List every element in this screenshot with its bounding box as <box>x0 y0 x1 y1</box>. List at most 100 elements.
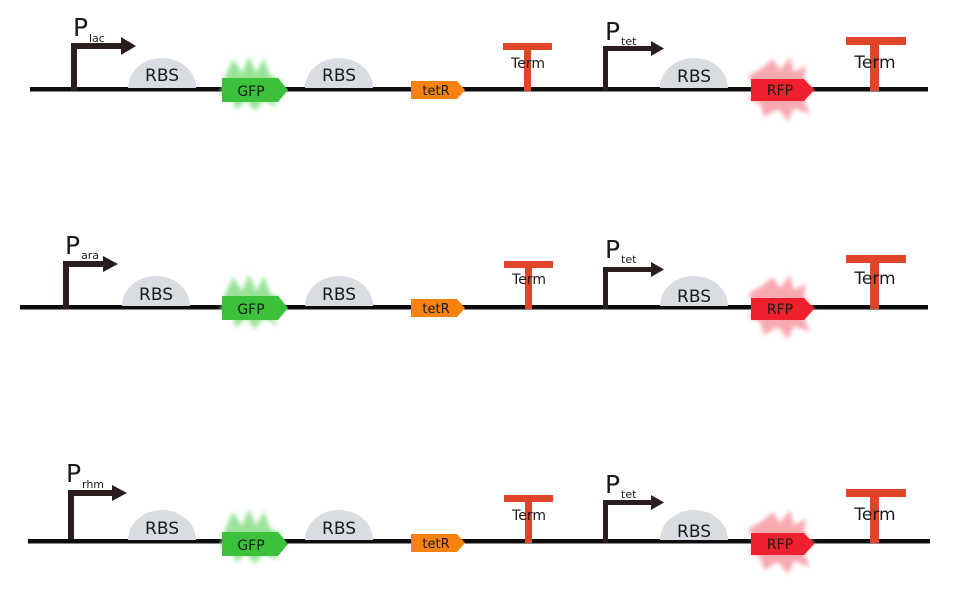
gfp-gene: GFP <box>220 509 288 564</box>
promoter-stem <box>63 264 69 309</box>
tet-promoter: P tet <box>603 235 664 309</box>
rbs-shape-icon <box>660 276 728 306</box>
rbs-2: RBS <box>305 276 373 306</box>
terminator-label: Term <box>853 505 895 525</box>
rbs-label: RBS <box>145 519 179 539</box>
gfp-label: GFP <box>237 302 264 318</box>
promoter-arm <box>71 43 123 49</box>
tetr-arrow-icon <box>411 534 465 552</box>
terminator-bar-icon <box>503 43 552 50</box>
rbs-shape-icon <box>660 510 728 540</box>
promoter-letter: P <box>605 235 620 264</box>
tetr-label: tetR <box>422 84 449 99</box>
rbs-label: RBS <box>145 66 179 86</box>
rbs-label: RBS <box>322 519 356 539</box>
promoter-stem <box>68 493 74 539</box>
terminator-2: Term <box>846 37 906 91</box>
terminator-bar-icon <box>846 37 906 45</box>
gfp-arrow-icon <box>222 78 288 102</box>
promoter-arm <box>603 46 653 51</box>
promoter-inducer-label: rhm <box>82 478 104 491</box>
promoter-arm <box>68 490 114 496</box>
rbs-1: RBS <box>128 58 196 88</box>
terminator-stem-icon <box>870 262 879 309</box>
terminator-stem-icon <box>870 44 879 91</box>
promoter-letter: P <box>605 17 620 46</box>
tetr-arrow-icon <box>411 299 465 317</box>
rbs-shape-icon <box>305 510 373 540</box>
promoter-inducer-label: lac <box>89 32 105 45</box>
tetr-arrow-icon <box>411 81 465 99</box>
rbs-shape-icon <box>305 276 373 306</box>
promoter-letter: P <box>605 470 620 499</box>
promoter-arm <box>603 500 653 505</box>
tet-promoter: P tet <box>603 17 664 91</box>
promoter-arrow-head-icon <box>112 485 127 501</box>
promoter-letter: P <box>65 231 80 260</box>
terminator-label: Term <box>853 53 895 73</box>
rfp-label: RFP <box>767 83 793 99</box>
rbs-label: RBS <box>677 67 711 87</box>
rfp-gene: RFP <box>748 57 814 121</box>
promoter-arm <box>603 267 653 272</box>
rbs-shape-icon <box>305 58 373 88</box>
promoter-arrow-head-icon <box>651 495 664 510</box>
rbs-label: RBS <box>139 285 173 305</box>
tet-promoter-subscript: tet <box>621 488 637 501</box>
tetr-label: tetR <box>422 302 449 317</box>
tet-promoter-subscript: tet <box>621 253 637 266</box>
terminator-stem-icon <box>524 48 531 91</box>
rbs-1: RBS <box>122 276 190 306</box>
gfp-arrow-icon <box>222 532 288 556</box>
promoter-letter: P <box>73 13 88 42</box>
rbs-3: RBS <box>660 510 728 542</box>
dna-backbone <box>20 305 928 310</box>
promoter-stem <box>603 270 608 309</box>
construct-lac: P lac RBS GFP RBS tetR Term <box>30 13 928 121</box>
terminator-2: Term <box>846 255 906 309</box>
tetr-label: tetR <box>422 537 449 552</box>
terminator-stem-icon <box>525 500 532 543</box>
gfp-label: GFP <box>237 84 264 100</box>
promoter-arrow-head-icon <box>651 262 664 277</box>
terminator-label: Term <box>853 269 895 289</box>
terminator-label: Term <box>510 56 545 72</box>
terminator-stem-icon <box>870 496 879 543</box>
rfp-arrow-icon <box>751 298 814 320</box>
promoter-arrow-head-icon <box>651 41 664 56</box>
rfp-label: RFP <box>767 302 793 318</box>
terminator-1: Term <box>503 43 552 91</box>
rfp-arrow-icon <box>751 533 814 555</box>
rbs-label: RBS <box>322 285 356 305</box>
promoter-letter: P <box>66 459 81 488</box>
tetr-gene: tetR <box>411 81 465 99</box>
rbs-shape-icon <box>122 276 190 306</box>
construct-rhm: P rhm RBS GFP RBS tetR Term <box>28 459 930 574</box>
promoter-arm <box>63 261 105 267</box>
rbs-label: RBS <box>677 287 711 307</box>
promoter-inducer-label: ara <box>81 249 99 262</box>
rbs-1: RBS <box>128 510 196 540</box>
rbs-3: RBS <box>660 276 728 307</box>
terminator-bar-icon <box>846 255 906 263</box>
inducible-promoter: P ara <box>63 231 118 309</box>
rbs-3: RBS <box>660 58 728 88</box>
rfp-label: RFP <box>767 537 793 553</box>
promoter-stem <box>71 46 77 91</box>
inducible-promoter: P lac <box>71 13 136 91</box>
gfp-gene: GFP <box>220 274 288 329</box>
dna-backbone <box>28 539 930 544</box>
terminator-bar-icon <box>504 495 553 502</box>
tet-promoter: P tet <box>603 470 664 543</box>
rbs-shape-icon <box>128 58 196 88</box>
rfp-arrow-icon <box>751 79 814 101</box>
terminator-1: Term <box>504 495 553 543</box>
rbs-2: RBS <box>305 58 373 88</box>
terminator-1: Term <box>504 261 553 309</box>
terminator-label: Term <box>511 508 546 524</box>
terminator-2: Term <box>846 489 906 543</box>
rbs-shape-icon <box>128 510 196 540</box>
promoter-arrow-head-icon <box>121 37 136 55</box>
promoter-arrow-head-icon <box>103 256 118 272</box>
terminator-label: Term <box>511 272 546 288</box>
